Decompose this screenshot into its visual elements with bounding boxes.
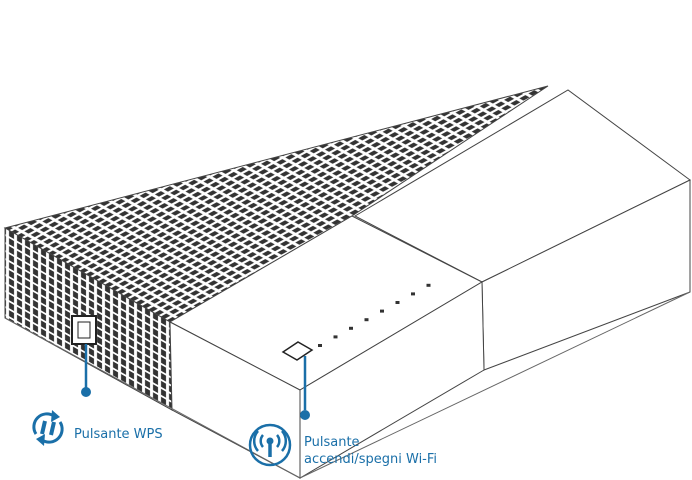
- wps-callout-dot: [81, 387, 91, 397]
- wifi-label-line1: Pulsante: [304, 435, 360, 450]
- led-indicator: [380, 309, 384, 313]
- wifi-label-line2: accendi/spegni Wi-Fi: [304, 452, 438, 467]
- wifi-button[interactable]: [281, 341, 314, 361]
- wps-label: Pulsante WPS: [74, 427, 163, 442]
- led-indicator: [349, 326, 353, 330]
- wps-refresh-icon: [32, 410, 64, 446]
- led-indicator: [364, 318, 369, 322]
- wifi-antenna-icon: [248, 423, 292, 467]
- bottom-edge-right: [299, 291, 691, 479]
- led-indicator: [318, 344, 322, 347]
- led-indicator: [426, 283, 431, 287]
- led-indicator: [411, 292, 415, 296]
- wifi-callout-dot: [300, 410, 310, 420]
- led-indicator: [395, 301, 400, 304]
- wps-button[interactable]: [71, 315, 97, 345]
- led-indicator: [333, 335, 338, 339]
- led-indicators: [318, 283, 431, 347]
- front-module-right: [299, 281, 485, 479]
